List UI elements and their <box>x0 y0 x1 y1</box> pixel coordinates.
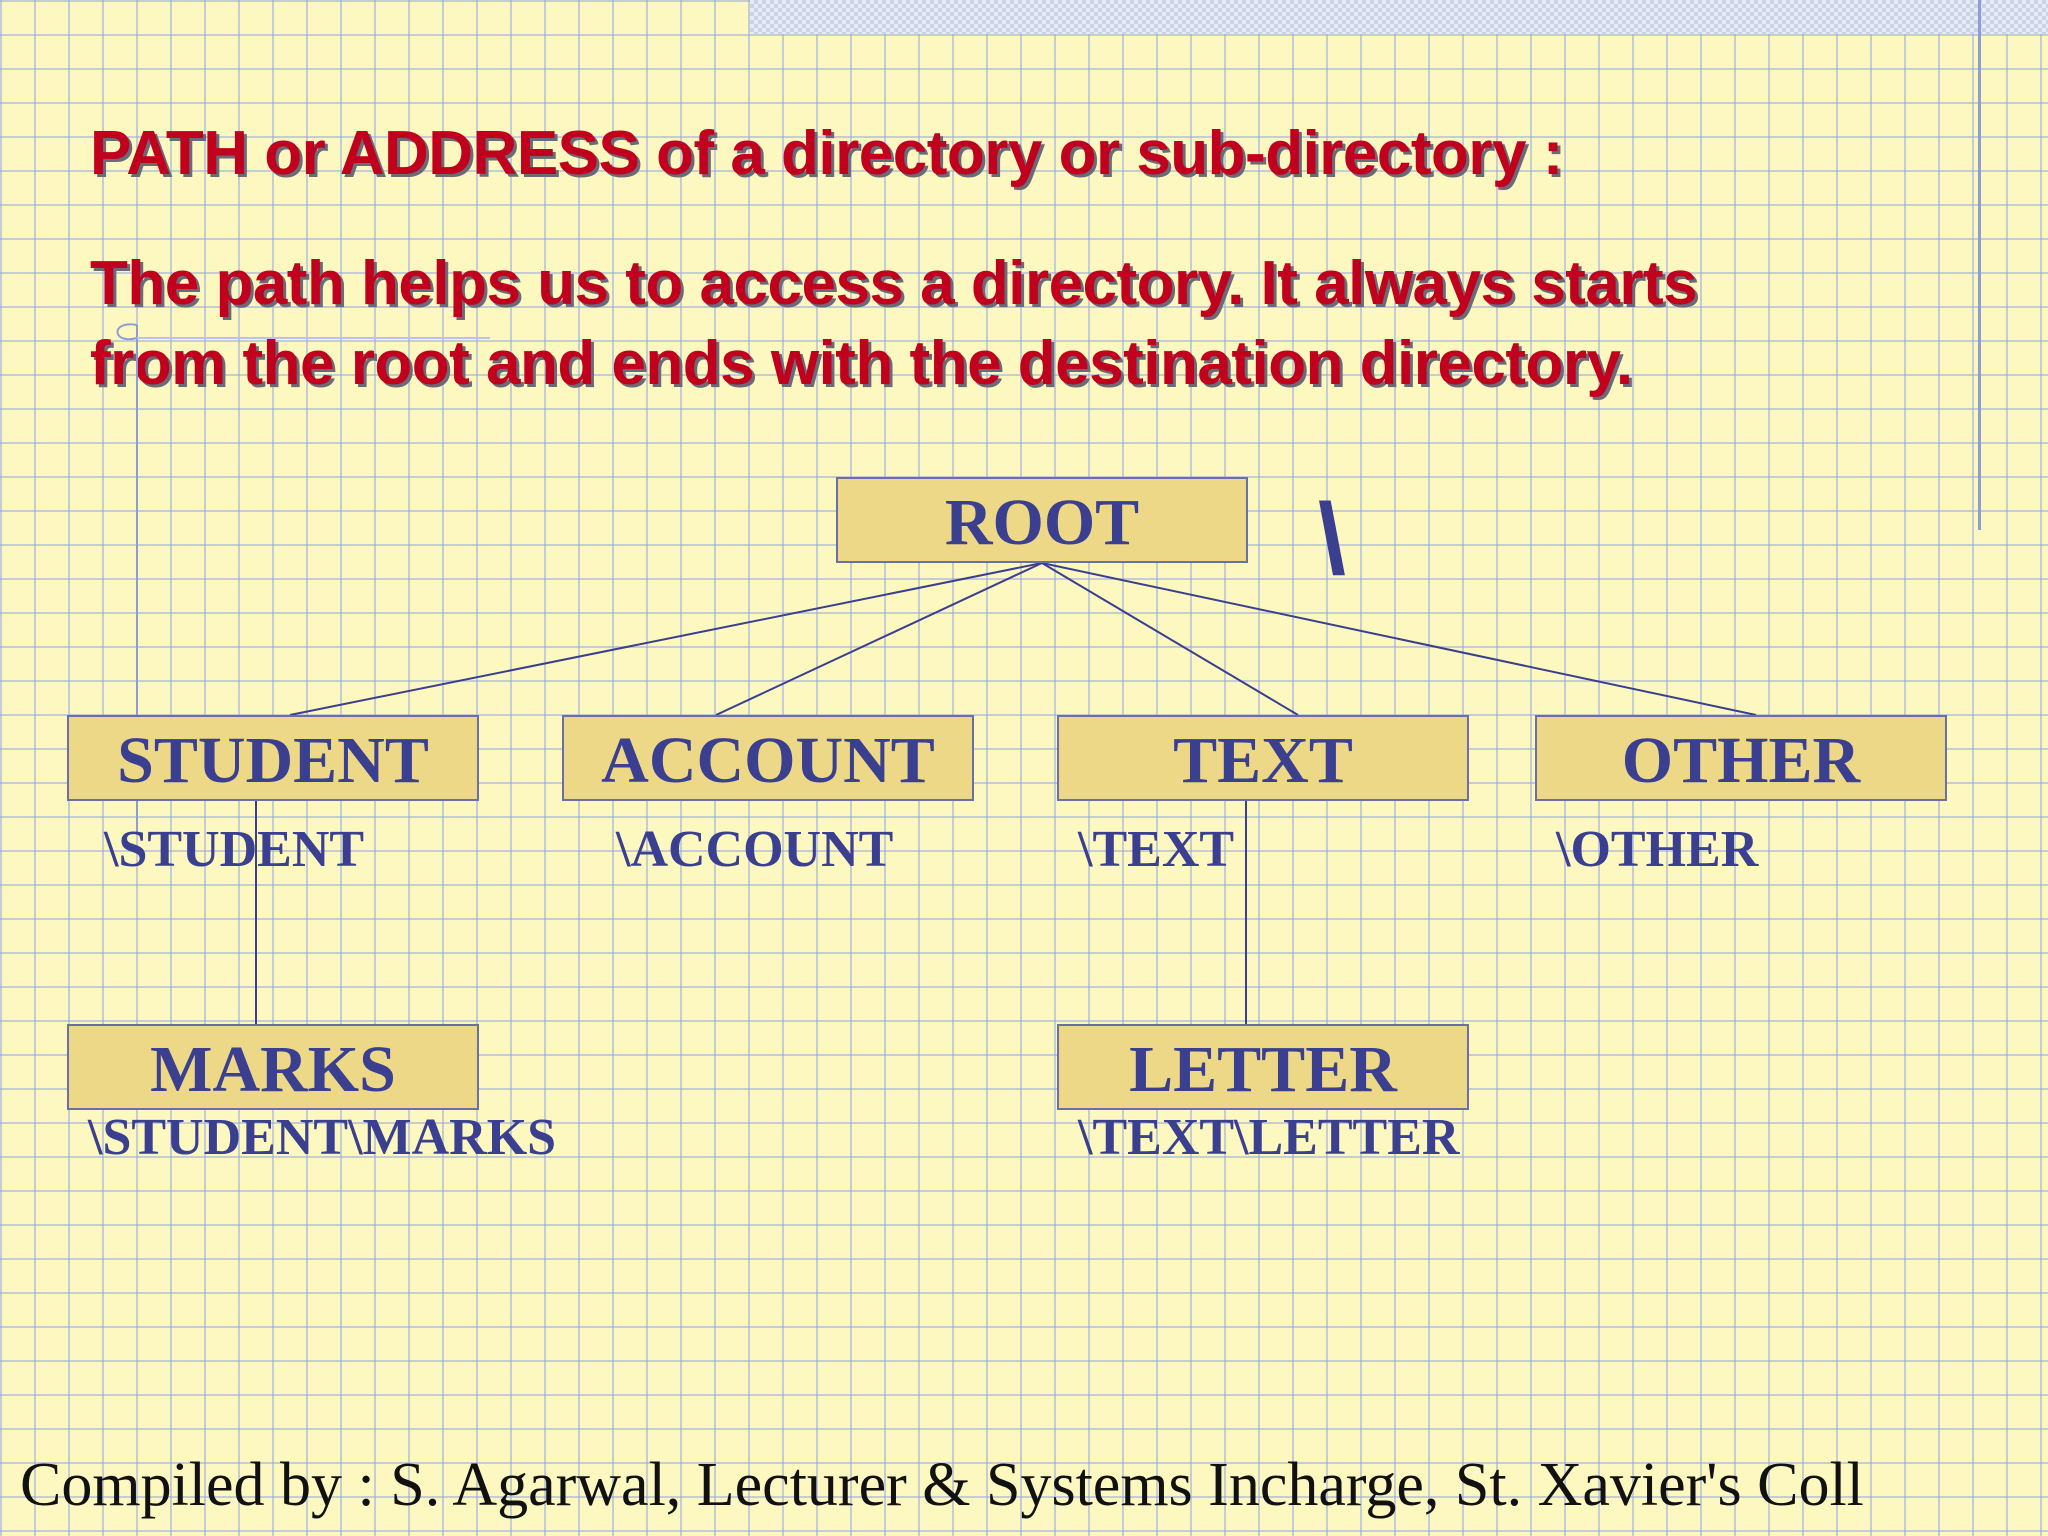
path-letter: \TEXT\LETTER <box>1078 1109 1460 1166</box>
node-root-label: ROOT <box>944 486 1140 559</box>
node-student-label: STUDENT <box>117 724 429 797</box>
node-account: ACCOUNT <box>562 715 974 801</box>
right-margin-rule <box>1978 0 1981 530</box>
connector-root-account <box>715 562 1043 716</box>
slide-footer: Compiled by : S. Agarwal, Lecturer & Sys… <box>20 1451 1864 1519</box>
connector-root-text <box>1041 562 1299 716</box>
node-letter-label: LETTER <box>1129 1033 1397 1106</box>
path-other: \OTHER <box>1556 821 1759 878</box>
top-decorative-strip <box>750 0 2048 34</box>
connector-root-other <box>1041 562 1757 716</box>
slide-title: PATH or ADDRESS of a directory or sub-di… <box>90 119 1563 188</box>
node-root: ROOT <box>836 477 1248 563</box>
node-other: OTHER <box>1535 715 1947 801</box>
node-student: STUDENT <box>67 715 479 801</box>
path-account: \ACCOUNT <box>616 821 894 878</box>
description-line-2: from the root and ends with the destinat… <box>90 329 1633 398</box>
node-account-label: ACCOUNT <box>601 724 935 797</box>
connector-root-student <box>289 562 1043 716</box>
path-marks: \STUDENT\MARKS <box>88 1109 557 1166</box>
node-letter: LETTER <box>1057 1024 1469 1110</box>
path-student: \STUDENT <box>104 821 365 878</box>
description-line-1: The path helps us to access a directory.… <box>90 249 1698 318</box>
node-text-label: TEXT <box>1173 724 1353 797</box>
node-text: TEXT <box>1057 715 1469 801</box>
path-text: \TEXT <box>1078 821 1235 878</box>
node-marks: MARKS <box>67 1024 479 1110</box>
root-path-symbol: \ <box>1318 483 1346 595</box>
node-other-label: OTHER <box>1621 724 1861 797</box>
slide-description: The path helps us to access a directory.… <box>90 244 1698 404</box>
node-marks-label: MARKS <box>150 1033 396 1106</box>
